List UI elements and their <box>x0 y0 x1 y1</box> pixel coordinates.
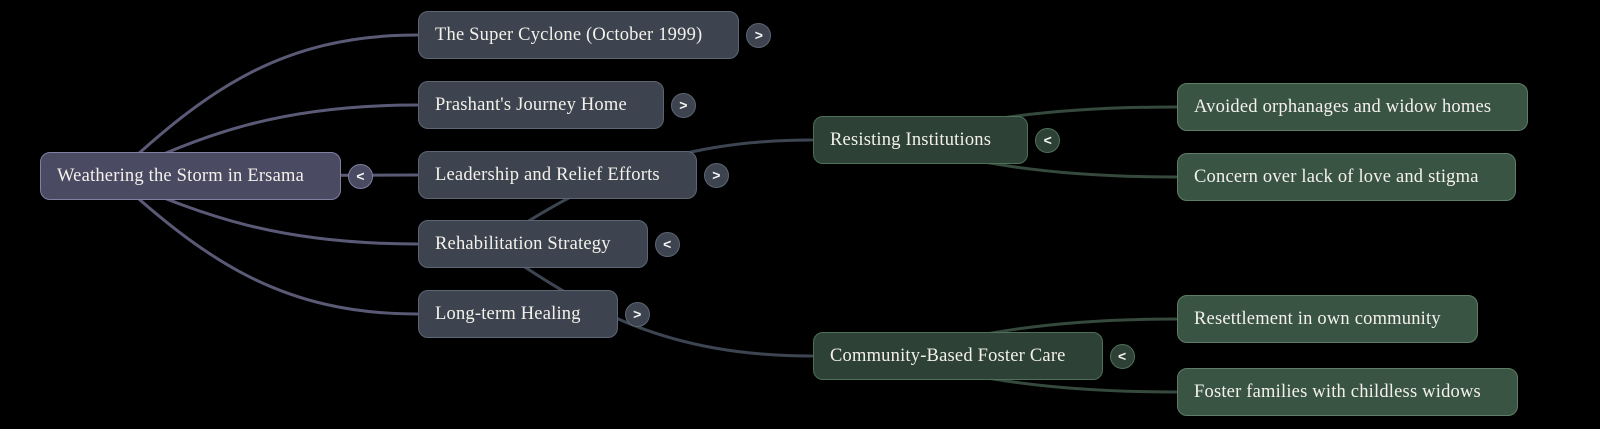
mindmap-node-box-resettle[interactable]: Resettlement in own community <box>1177 295 1478 343</box>
mindmap-node-box-root[interactable]: Weathering the Storm in Ersama <box>40 152 341 200</box>
mindmap-link <box>112 33 419 178</box>
mindmap-node-box-foster[interactable]: Foster families with childless widows <box>1177 368 1518 416</box>
mindmap-node-label: Resisting Institutions <box>830 129 992 150</box>
mindmap-node-box-rehab[interactable]: Rehabilitation Strategy <box>418 220 648 268</box>
mindmap-node: Resettlement in own community <box>1177 295 1478 343</box>
chevron-right-icon: > <box>754 27 763 43</box>
mindmap-node-label: Avoided orphanages and widow homes <box>1194 96 1492 117</box>
mindmap-node-box-resisting[interactable]: Resisting Institutions <box>813 116 1029 164</box>
mindmap-node: Weathering the Storm in Ersama < <box>40 152 373 200</box>
mindmap-node-label: Leadership and Relief Efforts <box>435 164 660 185</box>
toggle-expand-button[interactable]: > <box>624 301 650 327</box>
toggle-collapse-button[interactable]: < <box>654 231 680 257</box>
mindmap-node-label: Foster families with childless widows <box>1194 381 1481 402</box>
mindmap-node: Rehabilitation Strategy < <box>418 220 680 268</box>
mindmap-node: The Super Cyclone (October 1999) > <box>418 11 772 59</box>
mindmap-node-label: Concern over lack of love and stigma <box>1194 166 1479 187</box>
mindmap-node-label: Community-Based Foster Care <box>830 345 1066 366</box>
mindmap-node: Foster families with childless widows <box>1177 368 1518 416</box>
mindmap-node-box-concern[interactable]: Concern over lack of love and stigma <box>1177 153 1516 201</box>
mindmap-node: Avoided orphanages and widow homes <box>1177 83 1529 131</box>
chevron-right-icon: > <box>679 97 688 113</box>
mindmap-node-box-cyclone[interactable]: The Super Cyclone (October 1999) <box>418 11 740 59</box>
chevron-left-icon: < <box>356 168 365 184</box>
mindmap-node-label: Long-term Healing <box>435 303 581 324</box>
mindmap-node-label: Prashant's Journey Home <box>435 94 627 115</box>
mindmap-node: Long-term Healing > <box>418 290 650 338</box>
chevron-left-icon: < <box>1043 132 1052 148</box>
mindmap-node-box-avoided[interactable]: Avoided orphanages and widow homes <box>1177 83 1529 131</box>
mindmap-node-box-journey[interactable]: Prashant's Journey Home <box>418 81 664 129</box>
toggle-expand-button[interactable]: > <box>703 162 729 188</box>
toggle-collapse-button[interactable]: < <box>1109 343 1135 369</box>
mindmap-node: Prashant's Journey Home > <box>418 81 696 129</box>
chevron-left-icon: < <box>1118 348 1127 364</box>
chevron-right-icon: > <box>633 306 642 322</box>
chevron-right-icon: > <box>712 167 721 183</box>
toggle-collapse-button[interactable]: < <box>1035 127 1061 153</box>
mindmap-node: Resisting Institutions < <box>813 116 1061 164</box>
toggle-expand-button[interactable]: > <box>670 92 696 118</box>
toggle-collapse-button[interactable]: < <box>348 163 373 189</box>
mindmap-node-label: Rehabilitation Strategy <box>435 233 611 254</box>
chevron-left-icon: < <box>663 236 672 252</box>
mindmap-node: Leadership and Relief Efforts > <box>418 151 729 199</box>
mindmap-node: Community-Based Foster Care < <box>813 332 1135 380</box>
mindmap-node-box-healing[interactable]: Long-term Healing <box>418 290 618 338</box>
mindmap-node-label: Resettlement in own community <box>1194 308 1441 329</box>
mindmap-link <box>112 175 419 316</box>
mindmap-node: Concern over lack of love and stigma <box>1177 153 1516 201</box>
mindmap-node-label: The Super Cyclone (October 1999) <box>435 24 703 45</box>
mindmap-node-box-leadership[interactable]: Leadership and Relief Efforts <box>418 151 697 199</box>
mindmap-node-label: Weathering the Storm in Ersama <box>57 165 304 186</box>
toggle-expand-button[interactable]: > <box>746 22 772 48</box>
mindmap-node-box-community[interactable]: Community-Based Foster Care <box>813 332 1103 380</box>
